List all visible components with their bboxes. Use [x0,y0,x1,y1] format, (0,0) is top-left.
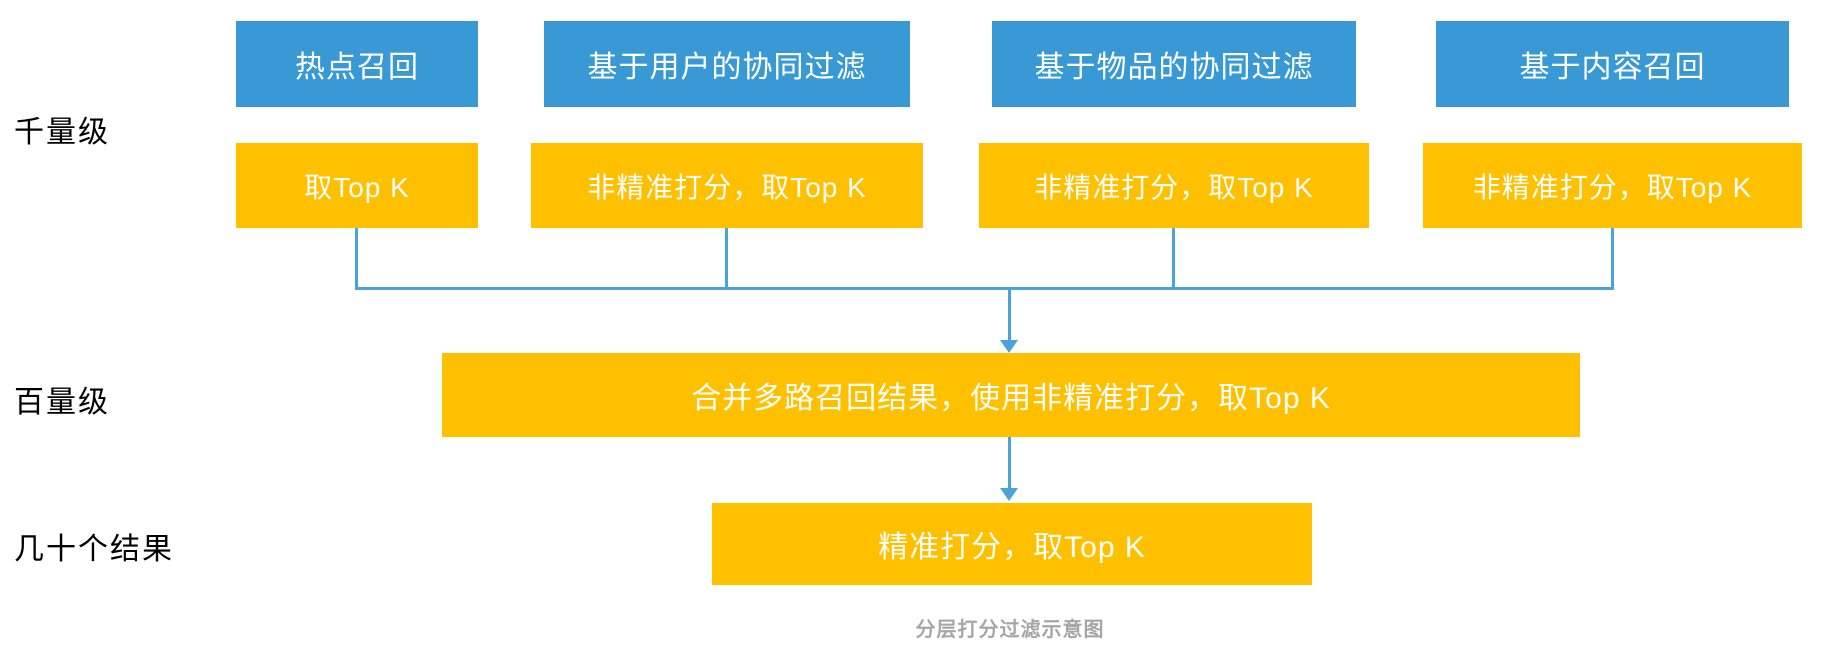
final-score-box: 精准打分，取Top K [712,503,1312,585]
down-arrow-to-final-head [1000,488,1018,501]
recall-source-box-item-cf: 基于物品的协同过滤 [992,21,1356,107]
row-label-dozens: 几十个结果 [14,533,174,566]
rough-score-box-hot: 取Top K [236,143,478,228]
down-arrow-to-final-line [1008,437,1011,489]
recall-source-box-user-cf: 基于用户的协同过滤 [544,21,910,107]
merge-box: 合并多路召回结果，使用非精准打分，取Top K [442,353,1580,437]
down-arrow-to-merge-head [1000,340,1018,353]
recall-source-label: 基于用户的协同过滤 [587,51,867,84]
connector-stub-4 [1611,228,1614,290]
recall-source-label: 热点召回 [295,51,419,84]
row-label-hundreds: 百量级 [14,386,110,419]
rough-score-label: 非精准打分，取Top K [1034,171,1314,203]
connector-merge-rail [355,287,1614,290]
diagram-caption: 分层打分过滤示意图 [915,619,1105,641]
connector-stub-2 [725,228,728,290]
rough-score-box-user-cf: 非精准打分，取Top K [531,143,923,228]
connector-stub-3 [1172,228,1175,290]
row-label-thousands: 千量级 [14,116,110,149]
recall-source-box-hot: 热点召回 [236,21,478,107]
rough-score-label: 取Top K [304,171,410,203]
recall-source-label: 基于内容召回 [1519,51,1706,84]
rough-score-box-item-cf: 非精准打分，取Top K [979,143,1369,228]
recall-source-box-content: 基于内容召回 [1436,21,1789,107]
rough-score-label: 非精准打分，取Top K [587,171,867,203]
final-score-label: 精准打分，取Top K [878,531,1146,564]
merge-box-label: 合并多路召回结果，使用非精准打分，取Top K [691,382,1331,415]
down-arrow-to-merge-line [1008,290,1011,341]
rough-score-box-content: 非精准打分，取Top K [1423,143,1802,228]
rough-score-label: 非精准打分，取Top K [1472,171,1753,203]
connector-stub-1 [355,228,358,290]
recall-source-label: 基于物品的协同过滤 [1034,51,1314,84]
